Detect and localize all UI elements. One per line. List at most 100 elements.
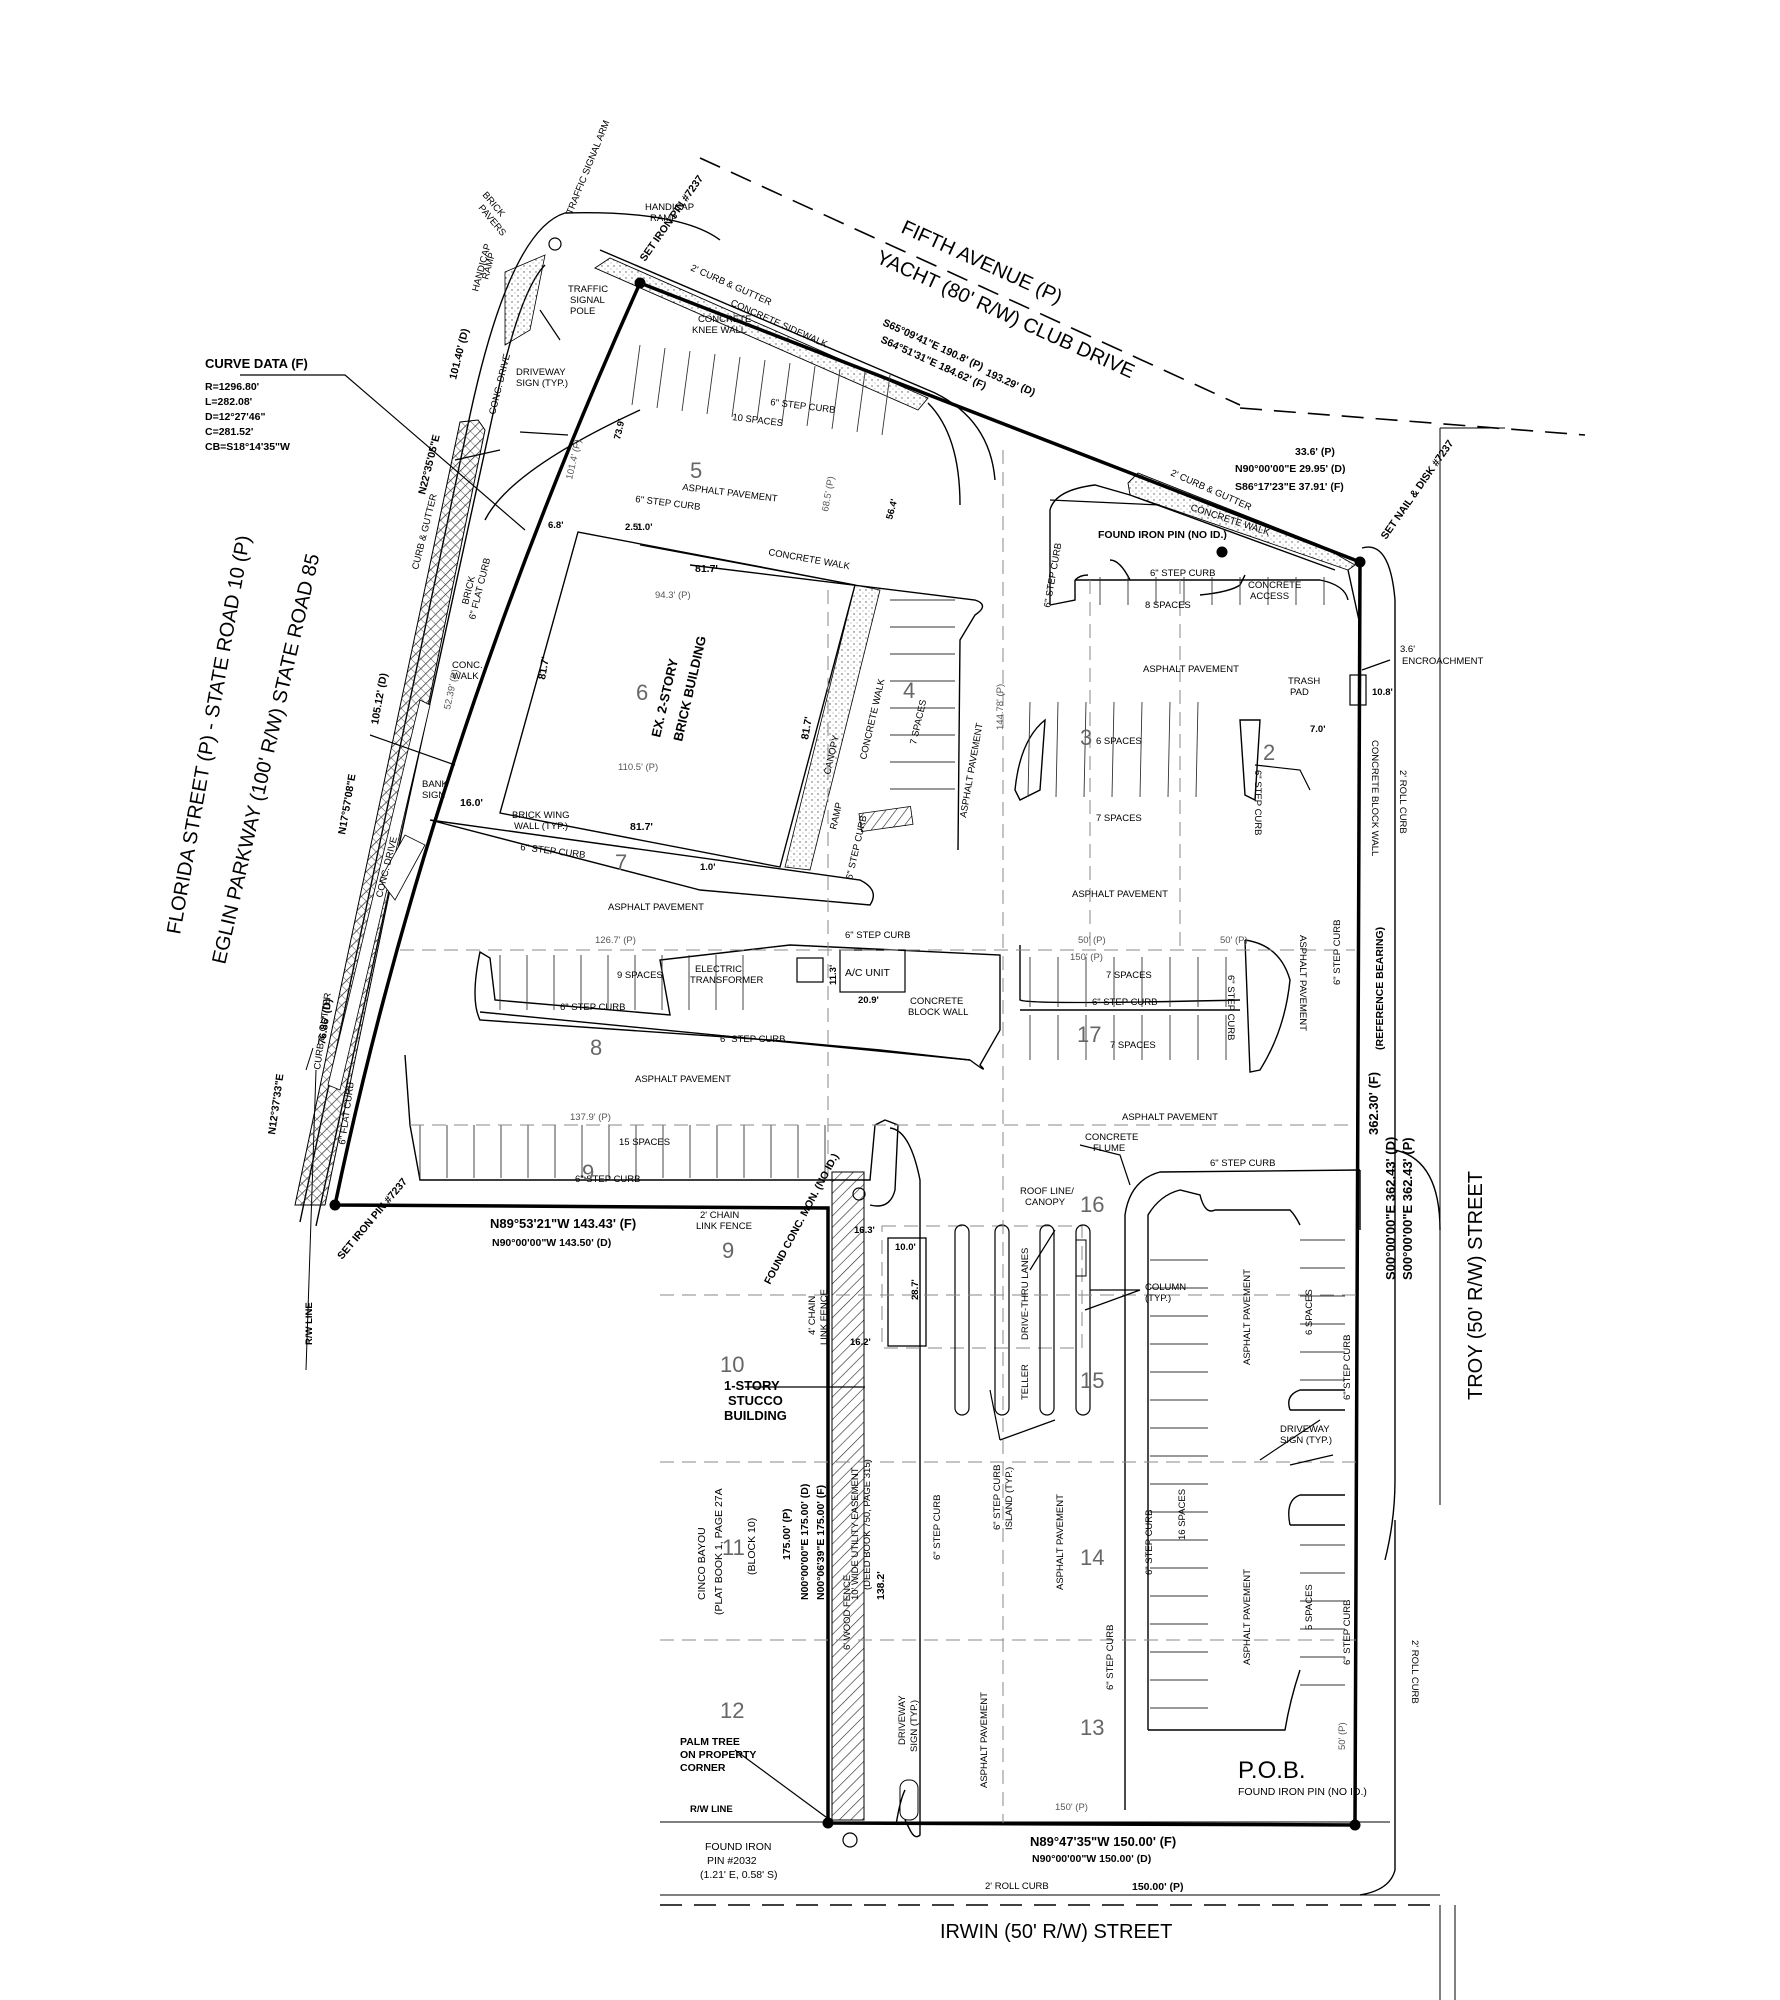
lot-number: 8 [590,1035,602,1060]
lot-number: 17 [1077,1022,1101,1047]
step-curb-label: 6" STEP CURB [1092,997,1158,1008]
parking-stall-line [806,365,816,427]
curb-pavement-labels: 6" STEP CURB 6" STEP CURB 6" STEP CURB 6… [520,397,1353,1788]
space-count: 7 SPACES [1106,970,1152,981]
dim: 126.7' (P) [595,935,636,946]
dim: 150' (P) [1055,1802,1088,1813]
label: TELLER [1020,1364,1031,1400]
west-curb-and-pavers [294,212,721,1227]
dim: 81.7' [536,656,552,681]
stucco-building-label: STUCCO [728,1393,783,1408]
bearing: N89°47'35"W 150.00' (F) [1030,1834,1176,1849]
label: BRICK WING [512,810,570,821]
label: SIGN [422,790,445,801]
corner-pins [329,237,1366,1848]
lot-number: 9 [582,1160,594,1185]
label: TRAFFIC SIGNAL ARM [565,119,613,216]
found-iron-pin-label: FOUND IRON PIN (NO ID.) [1098,529,1227,541]
found-iron-sw-label: FOUND IRON [705,1841,772,1853]
bearing: (D) [1019,382,1037,399]
asphalt-label: ASPHALT PAVEMENT [1242,1269,1253,1365]
asphalt-label: ASPHALT PAVEMENT [1242,1569,1253,1665]
step-curb-label: 6" STEP CURB [1225,975,1236,1041]
bearing: 175.00' (P) [781,1508,793,1560]
label: BANK [422,779,449,790]
dim: 1.0' [637,522,652,533]
label: LINK FENCE [819,1289,830,1345]
dim: 50' (P) [1337,1722,1348,1750]
space-count: 7 SPACES [1110,1040,1156,1051]
asphalt-label: ASPHALT PAVEMENT [958,722,986,819]
dim: 144.78' (P) [995,684,1006,730]
step-curb-label: 6" STEP CURB [575,1174,641,1185]
curve-data-line: D=12°27'46" [205,411,265,423]
label: FLUME [1093,1143,1125,1154]
step-curb-label: 6" STEP CURB [720,1034,786,1045]
lot-numbers: 5 6 7 8 9 4 3 2 17 16 15 14 13 9 10 11 1… [582,458,1275,1740]
palm-tree-label: CORNER [680,1762,726,1774]
label: 2' ROLL CURB [1409,1640,1420,1704]
dim: 137.9' (P) [570,1112,611,1123]
label: ISLAND (TYP.) [1004,1467,1015,1530]
curve-data-title: CURVE DATA (F) [205,356,308,371]
label: 2' CHAIN [700,1210,739,1221]
lot-number: 4 [903,678,915,703]
parking-stall-line [631,344,641,406]
label: SIGN (TYP.) [516,378,568,389]
lot-number: 14 [1080,1545,1104,1570]
step-curb-label: 6" STEP CURB [770,397,836,416]
label: ACCESS [1250,591,1289,602]
label: POLE [570,306,595,317]
asphalt-label: ASPHALT PAVEMENT [1122,1112,1218,1123]
troy-street-label: TROY (50' R/W) STREET [1465,1171,1487,1400]
label: SIGN (TYP.) [909,1700,920,1752]
dim: 16.3' [854,1225,875,1236]
parking-stall-line [681,350,691,412]
label: CONCRETE WALK [767,547,851,572]
dim: 138.2' [875,1571,887,1600]
curve-data-box: CURVE DATA (F) R=1296.80' L=282.08' D=12… [205,356,308,453]
label: CONCRETE [1085,1132,1138,1143]
label: COLUMN [1145,1282,1186,1293]
bearing: 362.30' (F) [1366,1072,1381,1135]
label: TRASH [1288,676,1320,687]
space-count: 9 SPACES [617,970,663,981]
space-count: 6 SPACES [1096,736,1142,747]
label: TRANSFORMER [690,975,764,986]
label: CONCRETE [910,996,963,1007]
building-labels: EX. 2-STORY BRICK BUILDING 1-STORY STUCC… [648,634,787,1423]
irwin-street-label: IRWIN (50' R/W) STREET [940,1921,1172,1943]
found-iron-sw-label: PIN #2032 [707,1855,757,1867]
drive-thru-islands [881,1224,1091,1821]
lot-number: 9 [722,1238,734,1263]
bearing: N90°00'00"E 29.95' (D) [1235,463,1345,475]
lot-number: 7 [615,850,627,875]
pin-labels: SET IRON PIN #7237 SET IRON PIN #7237 FO… [335,173,1456,1881]
space-count: 15 SPACES [619,1137,670,1148]
dim: 10.8' [1372,687,1393,698]
parking-stall-line [656,347,666,409]
lot-number: 3 [1080,725,1092,750]
stucco-building-label: 1-STORY [724,1378,780,1393]
lot-number: 12 [720,1698,744,1723]
label: CONCRETE WALK [858,677,887,761]
label: 6' WOOD FENCE [842,1575,853,1650]
dim: 56.4' [884,498,900,521]
leader-lines [240,309,1391,1821]
dim: 50' (P) [1220,935,1248,946]
label: 3.6' [1400,644,1415,655]
label: CINCO BAYOU [696,1527,708,1600]
label: (REFERENCE BEARING) [1374,927,1386,1050]
label: DRIVEWAY [1280,1424,1330,1435]
label: 6" STEP CURB [992,1465,1003,1531]
property-boundary [332,280,1362,1827]
label: ELECTRIC [695,964,742,975]
dim: 101.4' (P) [564,438,584,480]
dim: 1.0' [700,862,715,873]
parking-stall-line [1027,701,1031,798]
label: 4' CHAIN [807,1296,818,1335]
set-iron-pin-label: SET IRON PIN #7237 [335,1176,410,1262]
asphalt-label: ASPHALT PAVEMENT [979,1692,990,1788]
parking-stalls [419,344,1345,1709]
